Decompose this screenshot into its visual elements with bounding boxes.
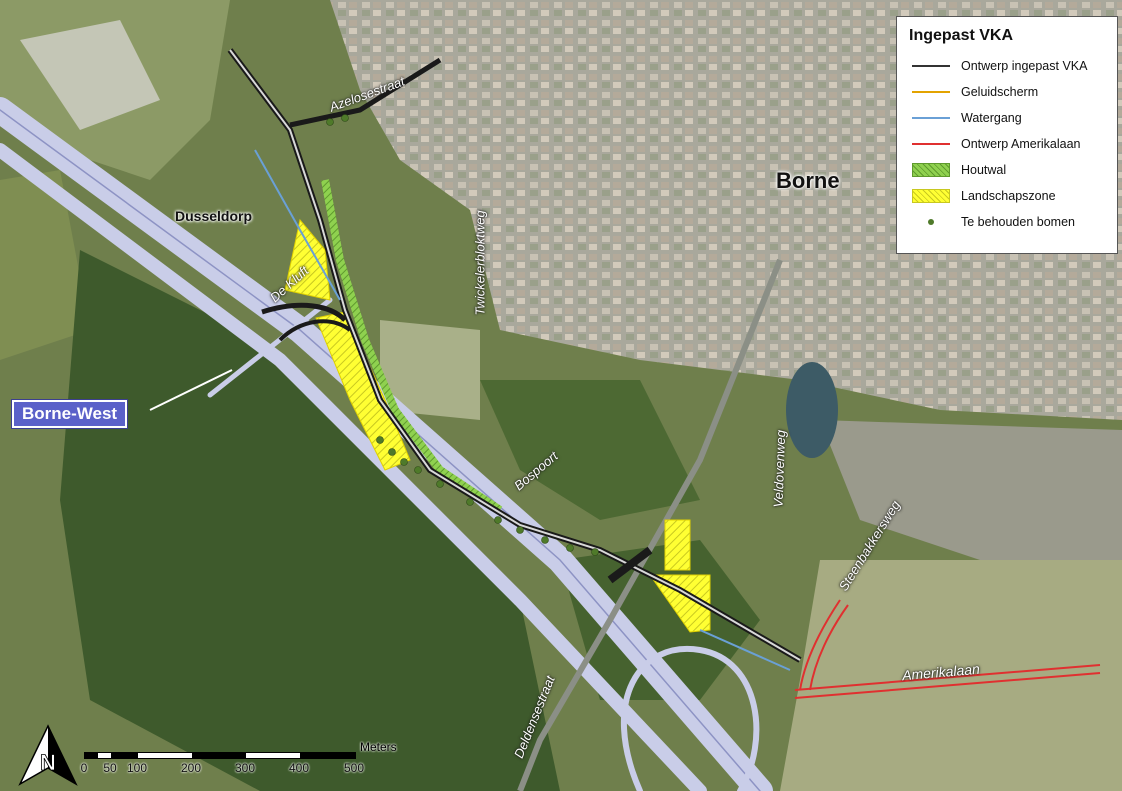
line-symbol-icon bbox=[912, 65, 950, 67]
town-label: Borne bbox=[776, 168, 840, 193]
forest bbox=[60, 250, 560, 791]
legend-item-landschapszone: Landschapszone bbox=[909, 183, 1105, 209]
line-symbol-icon bbox=[912, 143, 950, 145]
field bbox=[780, 560, 1122, 791]
scale-tick: 200 bbox=[180, 761, 202, 775]
scale-bar: Meters 0 50 100 200 300 400 500 bbox=[80, 740, 397, 775]
legend-item-ontwerp: Ontwerp ingepast VKA bbox=[909, 53, 1105, 79]
design-alignment bbox=[227, 48, 802, 663]
scale-tick: 100 bbox=[126, 761, 148, 775]
scale-tick: 500 bbox=[343, 761, 365, 775]
field bbox=[380, 320, 480, 420]
callout-leader bbox=[149, 369, 233, 411]
field bbox=[20, 20, 160, 130]
houtwal bbox=[321, 179, 503, 514]
hatch-symbol-icon bbox=[912, 189, 950, 203]
scale-tick: 50 bbox=[103, 761, 117, 775]
legend-item-amerikalaan: Ontwerp Amerikalaan bbox=[909, 131, 1105, 157]
street-label-veldovenweg: Veldovenweg bbox=[770, 429, 789, 508]
north-arrow-icon: N bbox=[18, 724, 78, 786]
trees-to-keep bbox=[326, 114, 599, 556]
legend-item-bomen: Te behouden bomen bbox=[909, 209, 1105, 235]
interchange-callout: Borne-West bbox=[12, 400, 128, 428]
legend-title: Ingepast VKA bbox=[909, 27, 1014, 44]
scale-tick: 300 bbox=[234, 761, 256, 775]
legend-item-watergang: Watergang bbox=[909, 105, 1105, 131]
landschapszone-areas bbox=[284, 218, 711, 633]
scale-unit: Meters bbox=[360, 740, 397, 754]
scale-tick: 0 bbox=[80, 761, 88, 775]
line-symbol-icon bbox=[912, 91, 950, 93]
legend-item-geluidscherm: Geluidscherm bbox=[909, 79, 1105, 105]
tree-dot-icon bbox=[928, 219, 934, 225]
motorway bbox=[0, 97, 773, 791]
forest bbox=[480, 380, 700, 520]
pond bbox=[786, 362, 838, 458]
watergang bbox=[254, 149, 791, 671]
industrial-area bbox=[820, 420, 1122, 560]
railway bbox=[517, 258, 783, 791]
field bbox=[0, 170, 90, 360]
village-label: Dusseldorp bbox=[175, 208, 253, 224]
scale-tick: 400 bbox=[288, 761, 310, 775]
hatch-symbol-icon bbox=[912, 163, 950, 177]
amerikalaan-design bbox=[794, 599, 1101, 699]
legend-item-houtwal: Houtwal bbox=[909, 157, 1105, 183]
street-label-twickelerbloktweg: Twickelerbloktweg bbox=[472, 210, 488, 316]
map-legend: Ingepast VKA Ontwerp ingepast VKA Geluid… bbox=[896, 16, 1118, 254]
line-symbol-icon bbox=[912, 117, 950, 119]
svg-text:N: N bbox=[40, 750, 56, 775]
